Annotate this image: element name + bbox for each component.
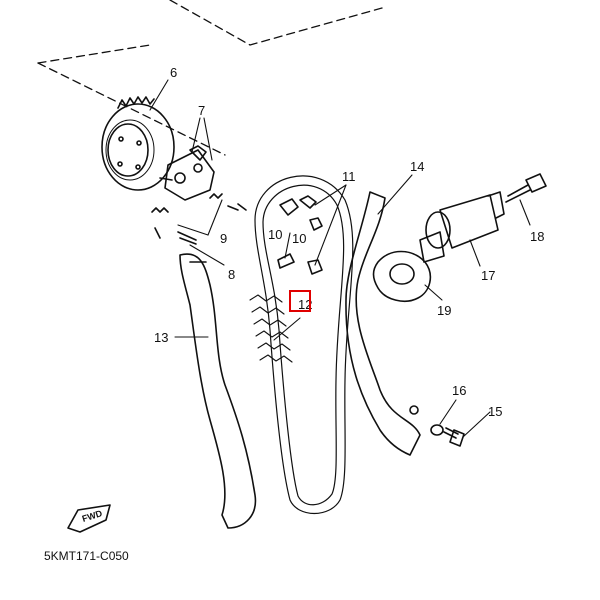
callout-17: 17 xyxy=(481,268,496,283)
callout-14: 14 xyxy=(410,159,425,174)
guide-bolt xyxy=(443,427,465,447)
diagram-code: 5KMT171-C050 xyxy=(44,549,129,563)
cam-chain-loop xyxy=(254,175,354,514)
leader-lines xyxy=(149,79,531,438)
chain-guide-left xyxy=(179,253,257,529)
cylinder-head-outline xyxy=(37,0,383,156)
tensioner-body xyxy=(419,191,505,263)
decompressor-assembly xyxy=(159,145,215,201)
tensioner-bolt xyxy=(505,173,547,203)
callout-15: 15 xyxy=(488,404,503,419)
guide-stopper-hardware xyxy=(277,195,323,275)
callout-18: 18 xyxy=(530,229,545,244)
cam-sprocket xyxy=(101,96,175,191)
callout-12: 12 xyxy=(298,297,313,312)
tensioner-gasket xyxy=(372,250,432,302)
callout-10-upper: 10 xyxy=(292,231,307,246)
callout-6: 6 xyxy=(170,65,178,80)
callout-13: 13 xyxy=(154,330,169,345)
callout-16: 16 xyxy=(452,383,467,398)
washer xyxy=(430,424,444,436)
callout-9: 9 xyxy=(220,231,228,246)
callout-10-lower: 10 xyxy=(268,227,283,242)
tensioner-guide xyxy=(345,191,421,456)
fwd-arrow xyxy=(67,504,111,533)
part-highlight-box[interactable] xyxy=(289,290,311,312)
callout-8: 8 xyxy=(228,267,236,282)
small-hardware xyxy=(151,193,247,245)
cam-chain-section xyxy=(249,294,293,363)
callout-19: 19 xyxy=(437,303,452,318)
callout-7: 7 xyxy=(198,103,206,118)
callout-11: 11 xyxy=(342,169,356,184)
